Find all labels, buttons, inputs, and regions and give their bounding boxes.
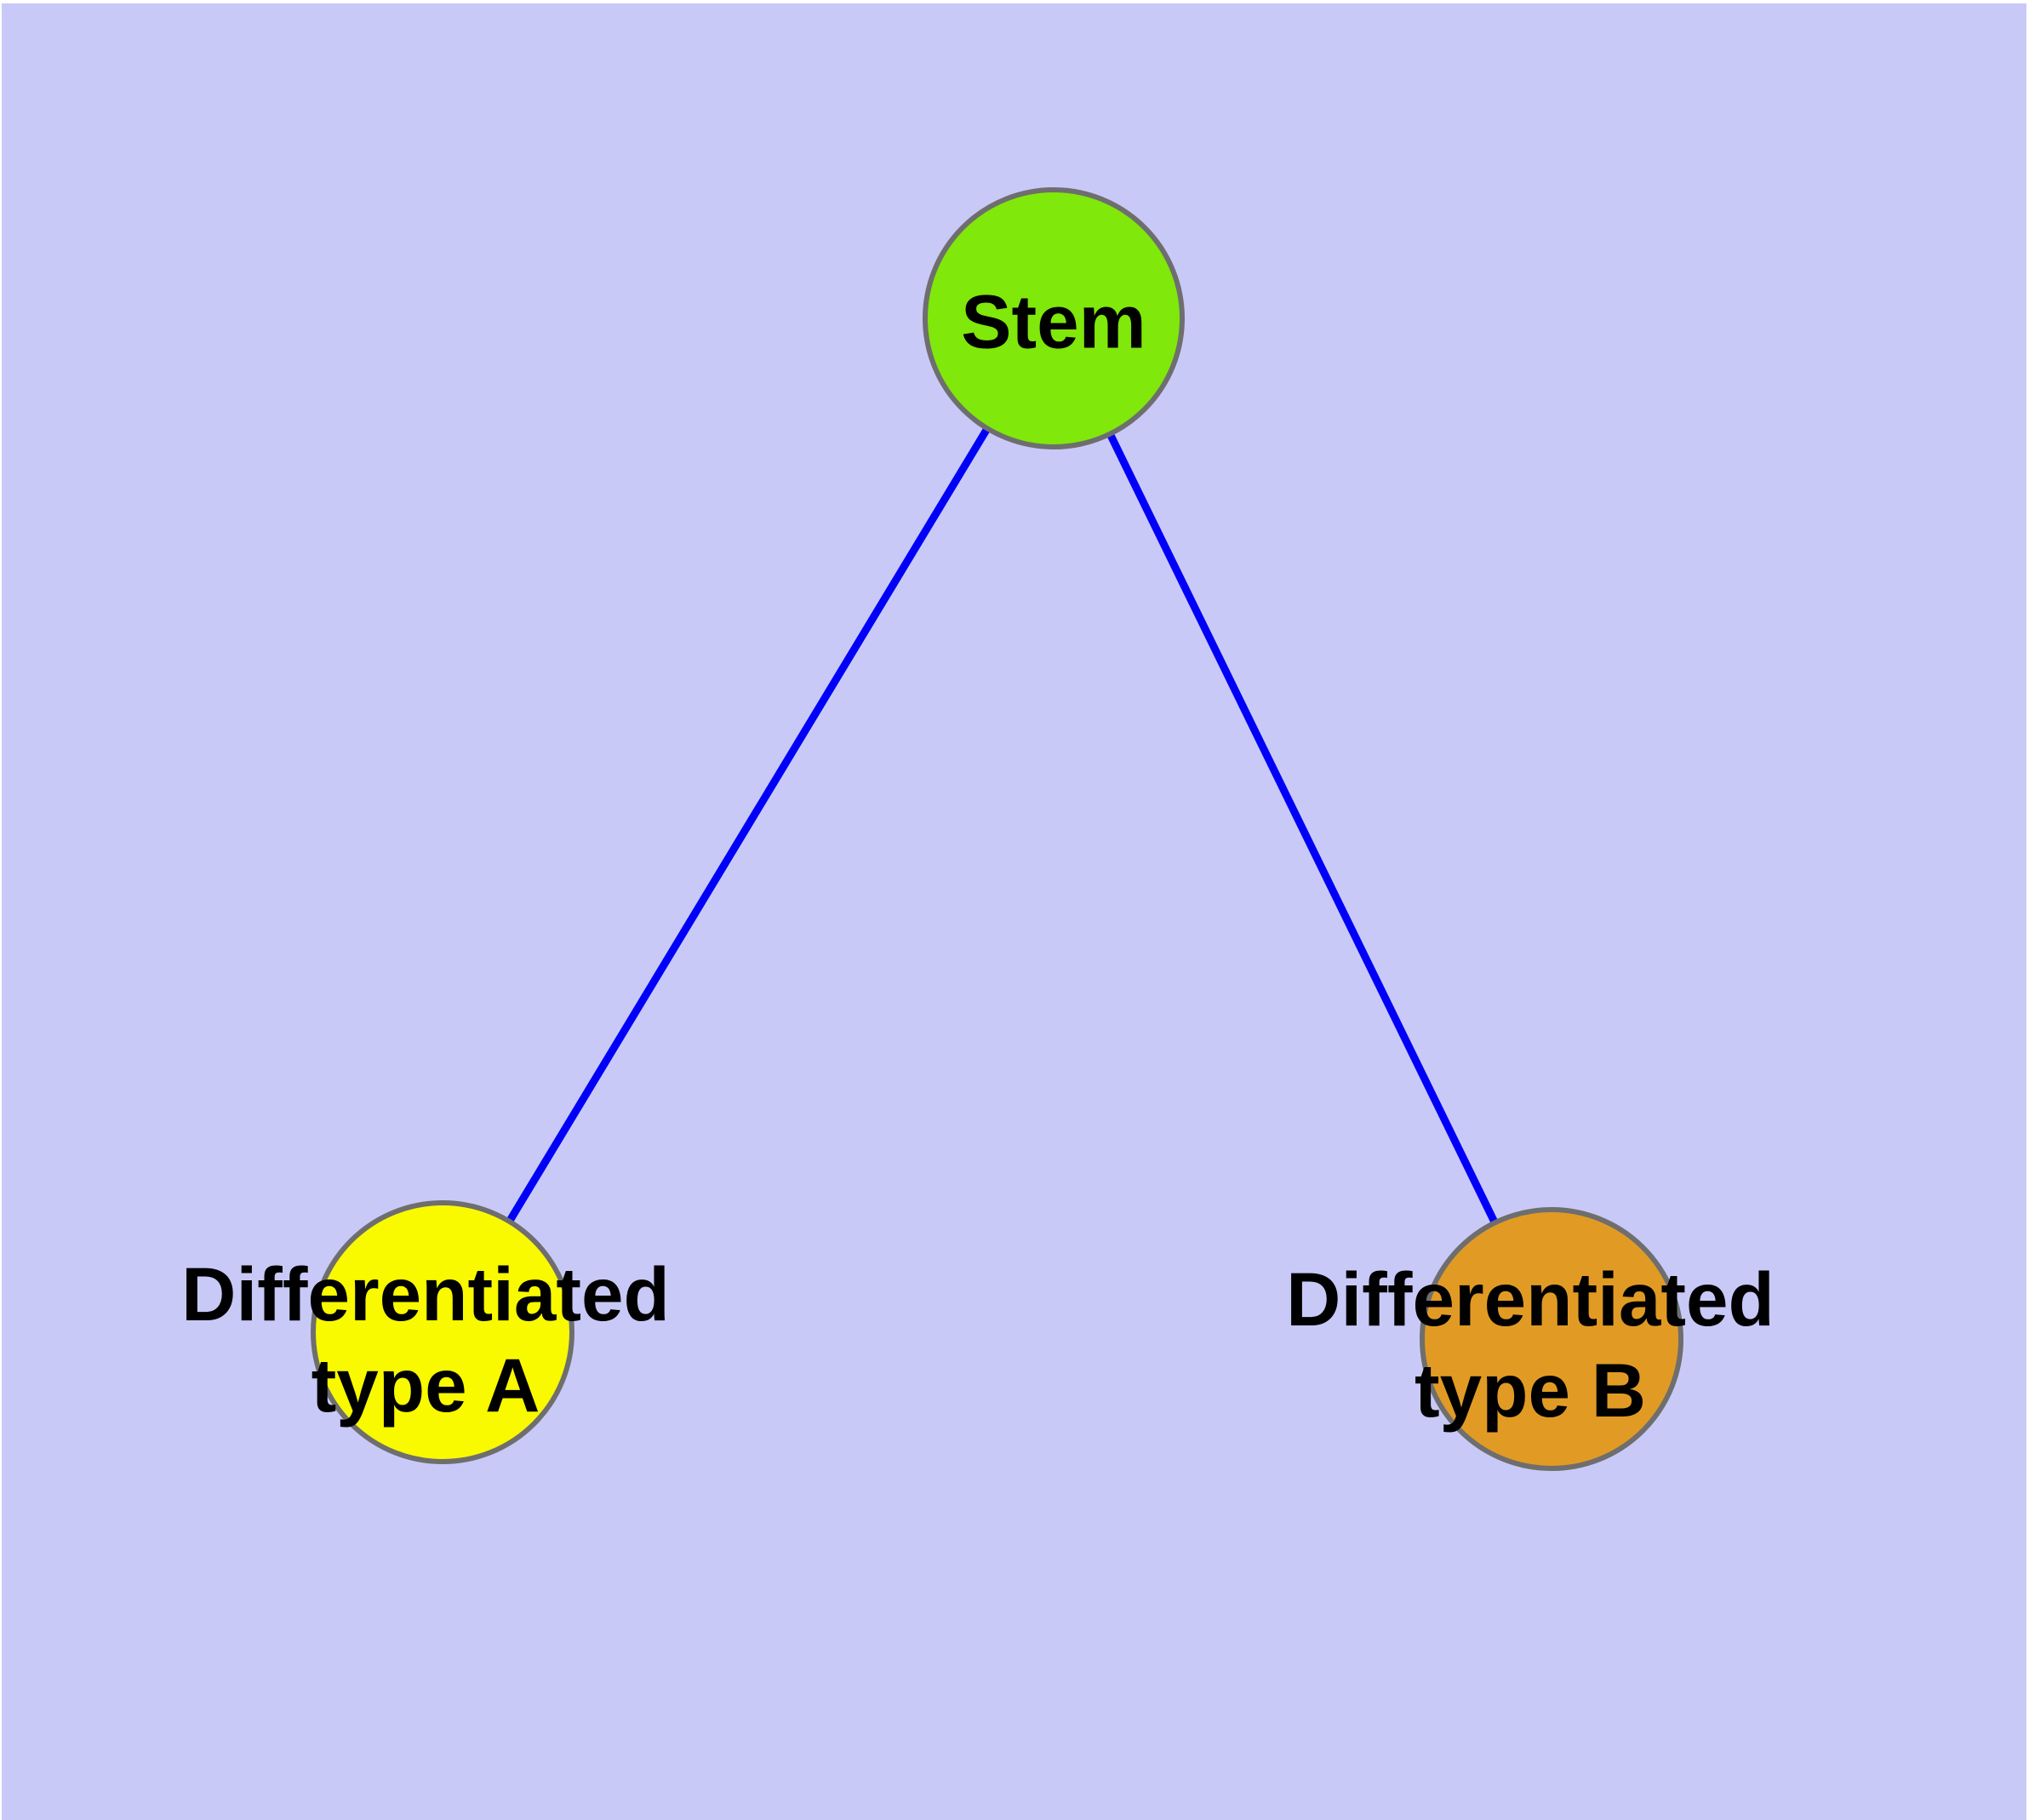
node-type-a-label: Differentiated type A	[181, 1251, 670, 1428]
node-stem-label: Stem	[961, 278, 1146, 364]
edge-stem-to-type-a	[439, 316, 1057, 1335]
node-stem-circle	[923, 187, 1185, 449]
node-type-b-label: Differentiated type B	[1286, 1256, 1775, 1433]
node-type-a-circle	[311, 1200, 574, 1464]
node-type-b-circle	[1420, 1207, 1683, 1471]
edge-stem-to-type-b	[1049, 317, 1556, 1341]
